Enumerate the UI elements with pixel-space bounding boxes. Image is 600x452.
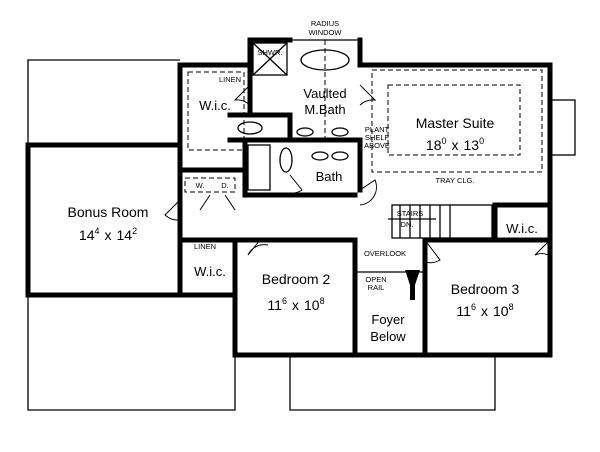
foyer-label-2: Below xyxy=(370,329,406,344)
tray-ceiling-note: TRAY CLG. xyxy=(436,176,475,185)
radius-window-note-1: RADIUS xyxy=(311,19,339,28)
fixtures xyxy=(237,42,493,300)
master-bath-label-1: Vaulted xyxy=(303,86,346,101)
bonus-room-label: Bonus Room xyxy=(68,204,149,220)
dryer-note: D. xyxy=(221,181,229,190)
plant-shelf-note-2: SHELF xyxy=(365,133,390,142)
overlook-note: OVERLOOK xyxy=(364,249,406,258)
wic-bed2-label: W.i.c. xyxy=(194,264,226,279)
ceiling-lines xyxy=(184,40,543,193)
bedroom-2-label: Bedroom 2 xyxy=(262,271,331,287)
doors xyxy=(164,84,551,264)
master-bath-label-2: M.Bath xyxy=(304,102,345,117)
wic-bed3-label: W.i.c. xyxy=(506,221,538,236)
radius-window-note-2: WINDOW xyxy=(309,28,343,37)
plant-shelf-note-1: PLANT xyxy=(365,125,390,134)
bath-label: Bath xyxy=(316,169,343,184)
linen-note-bottom: LINEN xyxy=(194,242,216,251)
wic-master-label: W.i.c. xyxy=(199,98,231,113)
master-suite-label: Master Suite xyxy=(416,115,495,131)
open-rail-note-2: RAIL xyxy=(368,283,385,292)
stairs-down-note: DN. xyxy=(401,220,414,229)
bedroom-3-label: Bedroom 3 xyxy=(451,281,520,297)
plant-shelf-note-3: ABOVE xyxy=(364,141,390,150)
overlook-arrow xyxy=(405,270,420,300)
stairs-note: STAIRS xyxy=(397,209,424,218)
stairs xyxy=(388,204,493,239)
shower-note: SHWR. xyxy=(258,48,283,57)
washer-note: W. xyxy=(196,181,205,190)
foyer-label-1: Foyer xyxy=(371,312,405,327)
open-rail-note-1: OPEN xyxy=(365,275,386,284)
walls xyxy=(25,37,576,358)
linen-note-top: LINEN xyxy=(219,75,241,84)
